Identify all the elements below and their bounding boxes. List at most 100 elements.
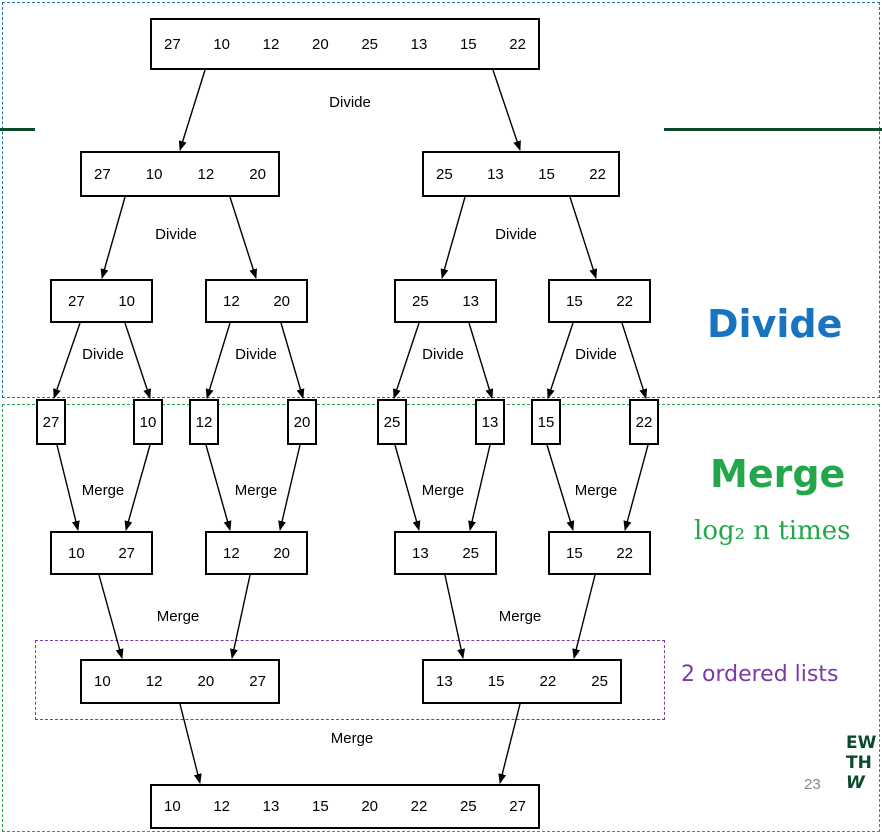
list-value: 20 — [361, 798, 378, 815]
list-value: 15 — [537, 413, 555, 431]
list-box-leaf: 25 — [377, 399, 407, 445]
list-value: 12 — [262, 35, 280, 53]
list-value: 10 — [118, 292, 135, 310]
list-box-leaf: 20 — [287, 399, 317, 445]
flow-arrow — [280, 322, 305, 399]
list-value: 10 — [164, 798, 181, 815]
list-value: 25 — [383, 413, 401, 431]
list-value: 27 — [94, 165, 111, 183]
list-value: 27 — [42, 413, 60, 431]
slide-rule-right — [664, 128, 882, 131]
log-times-caption: log₂ n times — [694, 516, 851, 546]
list-value: 20 — [273, 292, 290, 310]
list-value: 13 — [410, 35, 428, 53]
flow-arrow — [278, 444, 301, 531]
flow-arrow — [124, 322, 151, 399]
list-box-leaf: 22 — [629, 399, 659, 445]
divide-label: Divide — [82, 346, 124, 363]
list-value: 25 — [459, 798, 477, 815]
logo-text: W — [846, 773, 865, 793]
ordered-lists-highlight — [35, 640, 665, 720]
list-box-d2: 12 20 — [205, 279, 308, 323]
list-box-leaf: 15 — [531, 399, 561, 445]
list-box-d2: 25 13 — [394, 279, 497, 323]
flow-arrow — [394, 444, 421, 531]
divide-label: Divide — [329, 94, 371, 111]
flow-arrow — [98, 574, 124, 659]
list-box-leaf: 12 — [189, 399, 219, 445]
list-value: 20 — [273, 544, 290, 562]
list-value: 12 — [197, 165, 215, 183]
list-value: 25 — [412, 292, 429, 310]
list-value: 15 — [566, 292, 583, 310]
list-value: 22 — [589, 165, 606, 183]
list-value: 13 — [262, 798, 280, 815]
divide-label: Divide — [422, 346, 464, 363]
merge-label: Merge — [498, 608, 542, 625]
flow-arrow — [440, 196, 466, 279]
list-value: 13 — [436, 673, 453, 690]
list-value: 13 — [412, 544, 429, 562]
merge-label: Merge — [156, 608, 200, 625]
flow-arrow — [492, 69, 521, 151]
divide-phase-title: Divide — [707, 302, 843, 346]
list-value: 15 — [566, 544, 583, 562]
list-value: 22 — [616, 544, 633, 562]
flow-arrow — [468, 322, 494, 399]
list-value: 10 — [68, 544, 85, 562]
merge-zone — [2, 404, 880, 832]
list-value: 22 — [616, 292, 633, 310]
list-value: 10 — [94, 673, 111, 690]
divide-label: Divide — [235, 346, 277, 363]
list-value: 10 — [145, 165, 163, 183]
logo-text: EW — [846, 733, 877, 753]
merge-label: Merge — [81, 482, 125, 499]
flow-arrow — [229, 196, 258, 279]
list-value: 27 — [249, 673, 266, 690]
slide-rule-left — [0, 128, 35, 131]
divide-label: Divide — [155, 226, 197, 243]
flow-arrow — [229, 574, 251, 659]
list-value: 12 — [195, 413, 213, 431]
list-box-m2: 10 12 20 27 — [80, 659, 280, 704]
list-value: 25 — [462, 544, 479, 562]
merge-phase-title: Merge — [710, 452, 846, 496]
list-value: 13 — [481, 413, 499, 431]
list-value: 25 — [361, 35, 378, 53]
list-value: 15 — [459, 35, 477, 53]
flow-arrow — [179, 703, 202, 784]
list-value: 20 — [293, 413, 311, 431]
list-box-leaf: 13 — [475, 399, 505, 445]
flow-arrow — [205, 444, 232, 531]
merge-label: Merge — [234, 482, 278, 499]
list-value: 13 — [487, 165, 504, 183]
flow-arrow — [56, 444, 80, 531]
list-value: 22 — [410, 798, 428, 815]
list-value: 22 — [509, 35, 526, 53]
list-value: 13 — [462, 292, 479, 310]
merge-label: Merge — [421, 482, 465, 499]
list-value: 20 — [249, 165, 266, 183]
page-number: 23 — [804, 776, 821, 793]
flow-arrow — [100, 196, 126, 279]
divide-label: Divide — [575, 346, 617, 363]
list-value: 15 — [538, 165, 555, 183]
list-box-m1: 13 25 — [394, 531, 497, 575]
list-value: 22 — [539, 673, 557, 690]
university-logo: EW TH W — [846, 733, 882, 793]
list-value: 12 — [223, 292, 240, 310]
flow-arrow — [205, 322, 231, 399]
list-value: 20 — [197, 673, 215, 690]
flow-arrow — [547, 322, 574, 399]
list-value: 12 — [145, 673, 163, 690]
flow-arrow — [569, 196, 598, 279]
list-value: 10 — [213, 35, 231, 53]
flow-arrow — [623, 444, 649, 531]
